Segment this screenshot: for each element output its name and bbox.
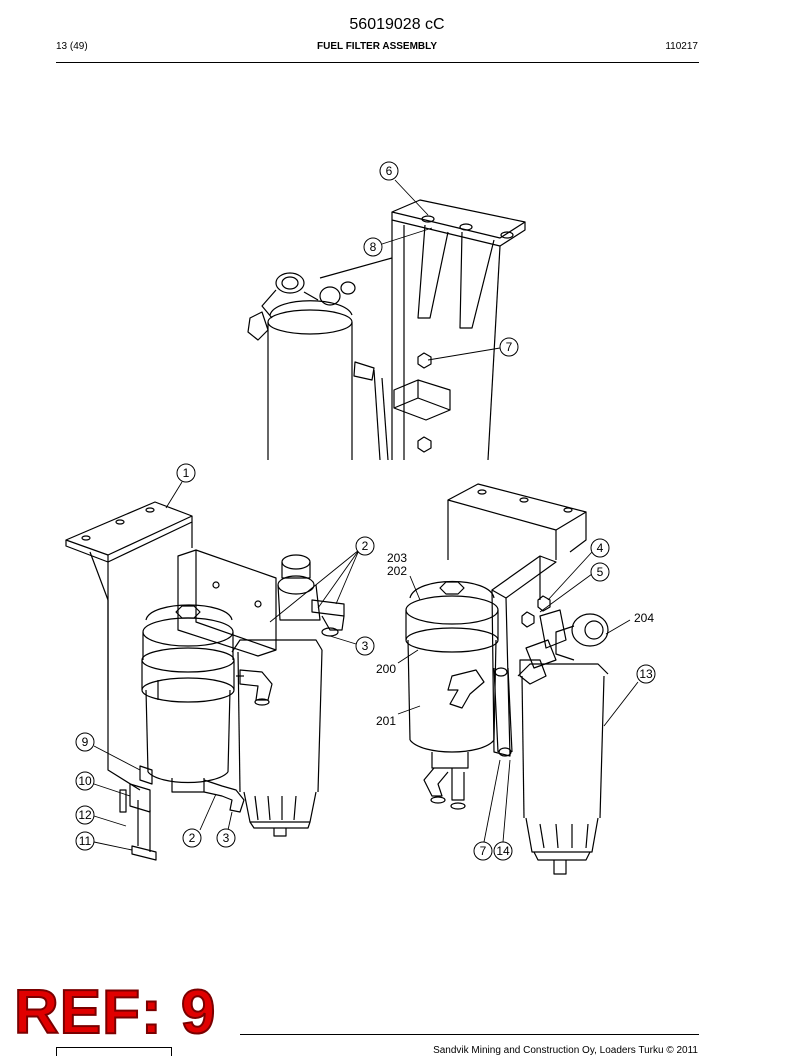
right-assembly <box>405 483 609 875</box>
callout-11: 11 <box>79 834 92 848</box>
callout-203: 203 <box>387 551 407 565</box>
callout-10: 10 <box>78 774 92 788</box>
top-view <box>247 199 526 461</box>
callout-4: 4 <box>597 541 604 555</box>
callout-numbers: 6 8 7 1 2 3 9 10 12 11 2 3 203 202 4 5 2… <box>78 164 654 858</box>
callout-7-top: 7 <box>506 340 513 354</box>
footer-copyright: Sandvik Mining and Construction Oy, Load… <box>433 1045 698 1056</box>
callout-204: 204 <box>634 611 654 625</box>
callout-201: 201 <box>376 714 396 728</box>
callout-3-upper: 3 <box>362 639 369 653</box>
callout-14: 14 <box>496 844 510 858</box>
callout-7-lower: 7 <box>480 844 487 858</box>
sandvik-logo <box>56 1047 172 1056</box>
callout-2-lower: 2 <box>189 831 196 845</box>
header-rule <box>56 62 699 63</box>
callout-200: 200 <box>376 662 396 676</box>
callout-12: 12 <box>78 808 92 822</box>
callout-202: 202 <box>387 564 407 578</box>
callout-leaders <box>93 179 639 851</box>
callout-1: 1 <box>183 466 190 480</box>
left-assembly <box>65 501 345 861</box>
callout-9: 9 <box>82 735 89 749</box>
callout-5: 5 <box>597 565 604 579</box>
page-title: FUEL FILTER ASSEMBLY <box>316 41 437 52</box>
reference-stamp: REF: 9 <box>13 978 217 1047</box>
callout-8: 8 <box>370 240 377 254</box>
footer-rule <box>240 1034 699 1035</box>
callout-2-upper: 2 <box>362 539 369 553</box>
callout-balloons <box>75 161 656 861</box>
callout-6: 6 <box>386 164 393 178</box>
callout-3-lower: 3 <box>223 831 230 845</box>
callout-13: 13 <box>639 667 653 681</box>
document-number: 56019028 cC <box>349 16 445 33</box>
revision-code: 110217 <box>665 41 698 52</box>
page-indicator: 13 (49) <box>56 41 88 52</box>
